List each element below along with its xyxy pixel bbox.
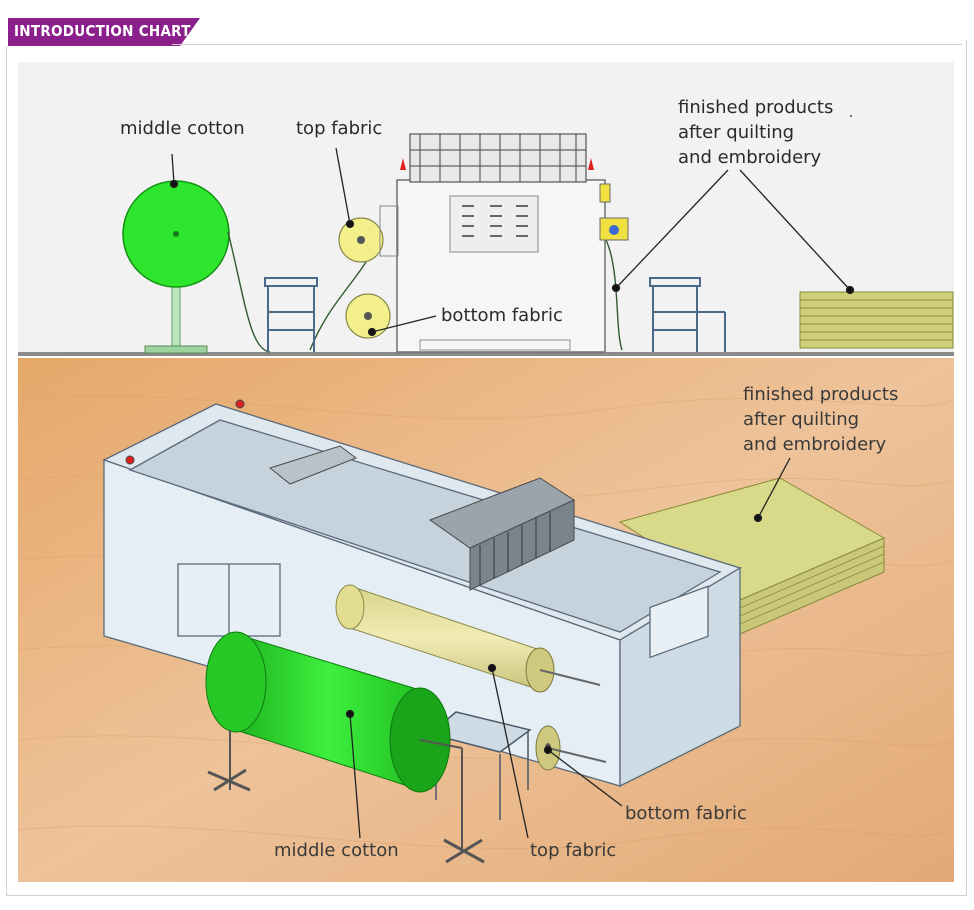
bottom-label-finished-line1: finished products [743, 384, 899, 405]
header-tab [8, 18, 200, 46]
header-title: INTRODUCTION CHART [14, 22, 191, 40]
bottom-label-finished-line3: and embroidery [743, 434, 887, 455]
bottom-label-finished-line2: after quilting [743, 409, 860, 430]
top-label-bottom-fabric: bottom fabric [441, 305, 563, 326]
top-panel [18, 62, 954, 356]
top-bottom-fabric-roll [345, 293, 391, 339]
top-label-finished-line2: after quilting [678, 122, 795, 143]
frame-left-line [6, 46, 7, 896]
top-top-fabric-roll [338, 205, 399, 263]
bottom-finished-stack [618, 477, 886, 635]
frame-bottom-line [6, 895, 966, 896]
frame-top-line [172, 44, 962, 45]
frame-right-line [966, 40, 967, 896]
bottom-label-top-fabric: top fabric [530, 840, 617, 861]
top-label-top-fabric: top fabric [296, 118, 383, 139]
top-main-machine [396, 133, 629, 353]
bottom-callout-lines [345, 457, 791, 839]
top-label-finished-line1: finished products [678, 97, 834, 118]
bottom-label-bottom-fabric: bottom fabric [625, 803, 747, 824]
bottom-panel [17, 358, 955, 882]
top-callout-lines [169, 147, 855, 337]
bottom-middle-cotton-roll [205, 631, 485, 864]
top-right-table [649, 277, 726, 352]
top-label-finished-line3: and embroidery [678, 147, 822, 168]
top-label-middle-cotton: middle cotton [120, 118, 245, 139]
bottom-quilting-head [125, 399, 576, 591]
top-left-table [264, 277, 318, 352]
top-finished-stack [799, 291, 954, 349]
header-tab-shape [8, 18, 200, 46]
bottom-label-middle-cotton: middle cotton [274, 840, 399, 861]
